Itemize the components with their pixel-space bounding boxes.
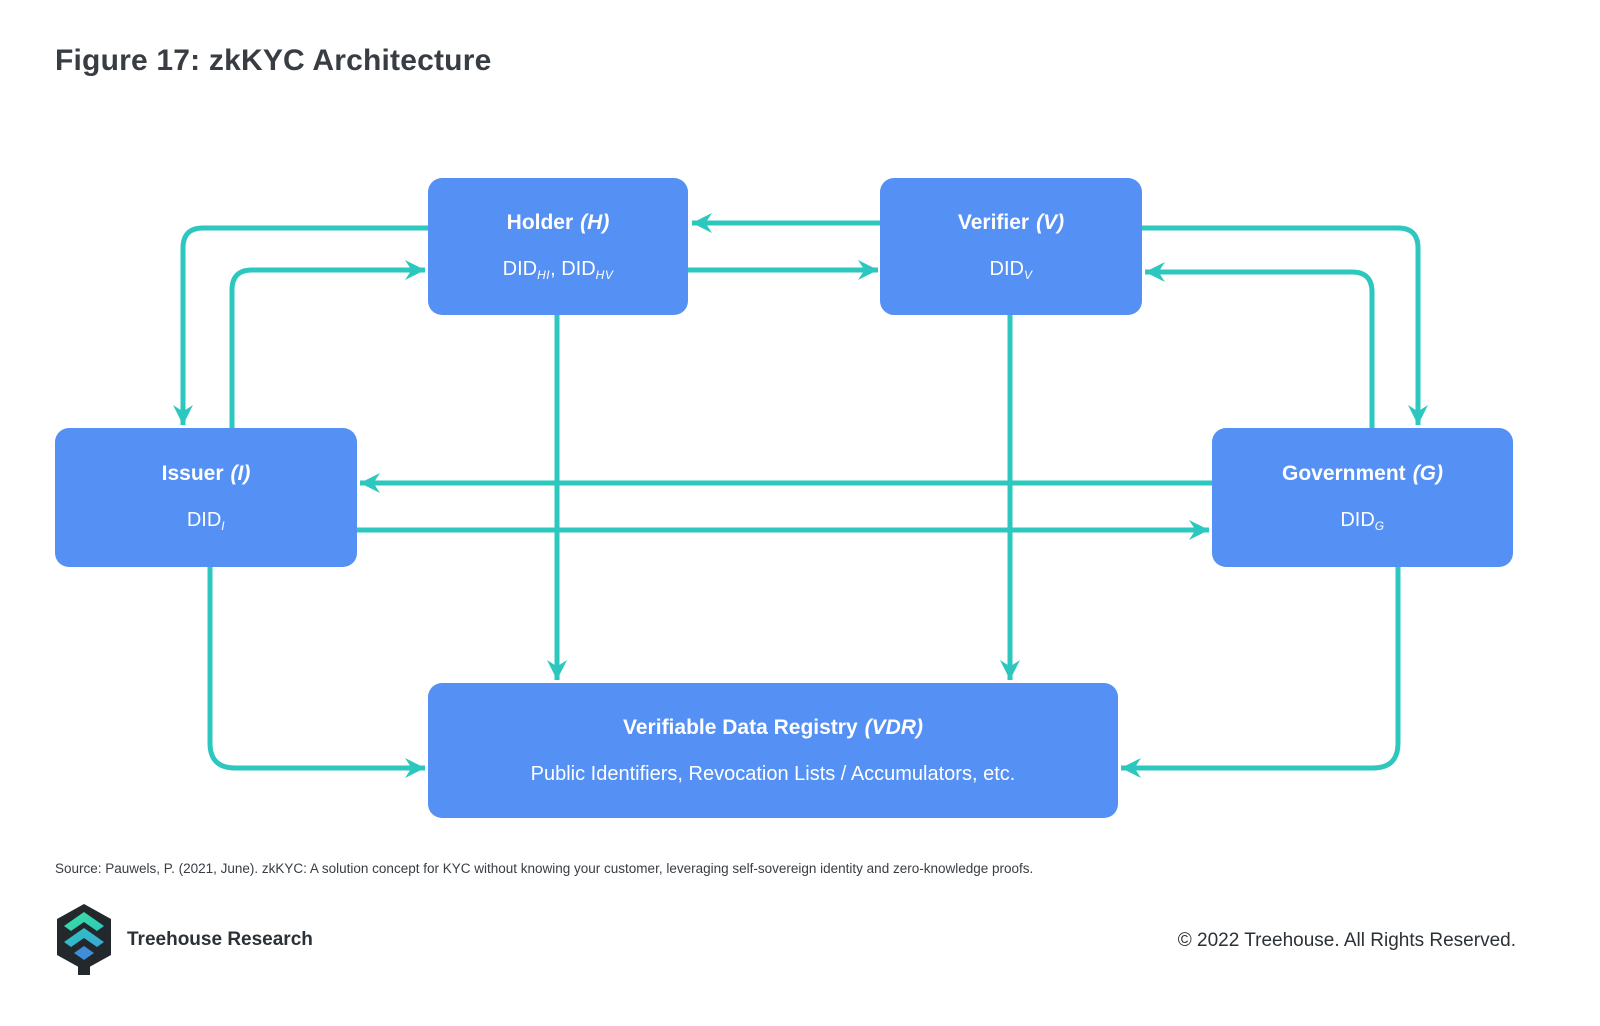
- arrow-verifier-to-government: [1142, 225, 1428, 425]
- arrow-government-to-vdr: [1121, 567, 1401, 778]
- arrow-government-to-verifier: [1145, 262, 1375, 428]
- node-verifier: Verifier(V) DIDV: [880, 178, 1142, 315]
- vdr-title: Verifiable Data Registry(VDR): [623, 716, 923, 739]
- brand-name: Treehouse Research: [127, 929, 313, 950]
- figure-title: Figure 17: zkKYC Architecture: [55, 44, 492, 77]
- treehouse-logo-icon: [57, 904, 111, 975]
- source-citation: Source: Pauwels, P. (2021, June). zkKYC:…: [55, 861, 1034, 876]
- holder-title: Holder(H): [506, 210, 610, 234]
- node-holder: Holder(H) DIDHI, DIDHV: [428, 178, 688, 315]
- copyright-text: © 2022 Treehouse. All Rights Reserved.: [1177, 930, 1516, 951]
- government-title: Government(G): [1281, 461, 1444, 485]
- issuer-did-label: DIDI: [186, 508, 226, 534]
- node-verifiable-data-registry: Verifiable Data Registry(VDR) Public Ide…: [428, 683, 1118, 818]
- arrow-issuer-to-vdr: [207, 567, 425, 778]
- verifier-title: Verifier(V): [957, 210, 1065, 234]
- arrow-holder-to-issuer: [173, 225, 428, 425]
- node-government: Government(G) DIDG: [1212, 428, 1513, 567]
- footer-brand: Treehouse Research: [55, 904, 313, 976]
- holder-did-label: DIDHI, DIDHV: [502, 257, 614, 283]
- arrow-issuer-to-holder: [229, 260, 425, 428]
- node-issuer: Issuer(I) DIDI: [55, 428, 357, 567]
- verifier-did-label: DIDV: [989, 257, 1033, 283]
- vdr-subtitle: Public Identifiers, Revocation Lists / A…: [530, 763, 1016, 785]
- issuer-title: Issuer(I): [161, 461, 251, 485]
- government-did-label: DIDG: [1340, 508, 1385, 534]
